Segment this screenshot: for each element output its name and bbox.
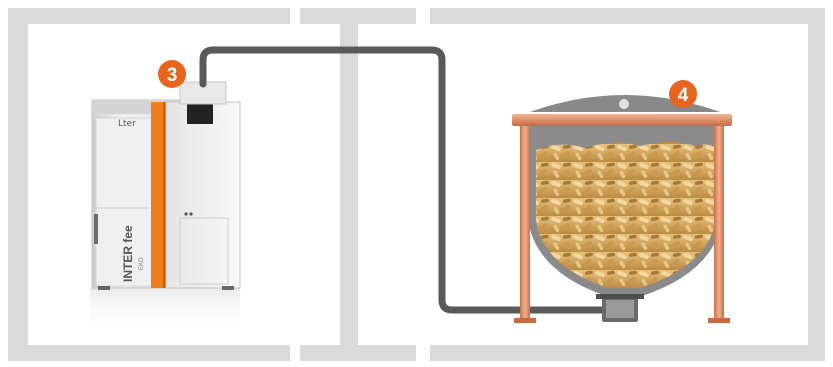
wall-partition <box>340 8 358 361</box>
boiler-small-logo: Lter <box>118 119 136 129</box>
boiler-brand-mark: INTER fee <box>121 225 135 282</box>
boiler-reflection <box>90 288 240 336</box>
boiler-orange-stripe <box>151 102 163 288</box>
badge-label: 3 <box>167 65 178 86</box>
wall-bottom-right <box>430 345 825 361</box>
wall-bottom-left <box>8 345 290 361</box>
pellet-silo <box>512 95 732 323</box>
wall-top-right <box>430 8 825 24</box>
badge-4: 4 <box>669 80 697 108</box>
badge-3: 3 <box>158 60 186 88</box>
pellet-boiler: Lter INTER fee EKO <box>90 82 240 336</box>
silo-frame-leg-left <box>520 114 530 320</box>
silo-frame-leg-right <box>714 114 724 320</box>
silo-vent-port <box>619 99 629 109</box>
boiler-hopper <box>166 102 240 288</box>
wall-left <box>8 8 28 361</box>
boiler-feed-port <box>187 104 213 124</box>
badge-label: 4 <box>678 85 689 106</box>
boiler-sub-label: EKO <box>139 257 145 270</box>
wall-right <box>808 8 825 361</box>
wall-top-left <box>8 8 290 24</box>
silo-frame-top-beam <box>512 114 732 126</box>
